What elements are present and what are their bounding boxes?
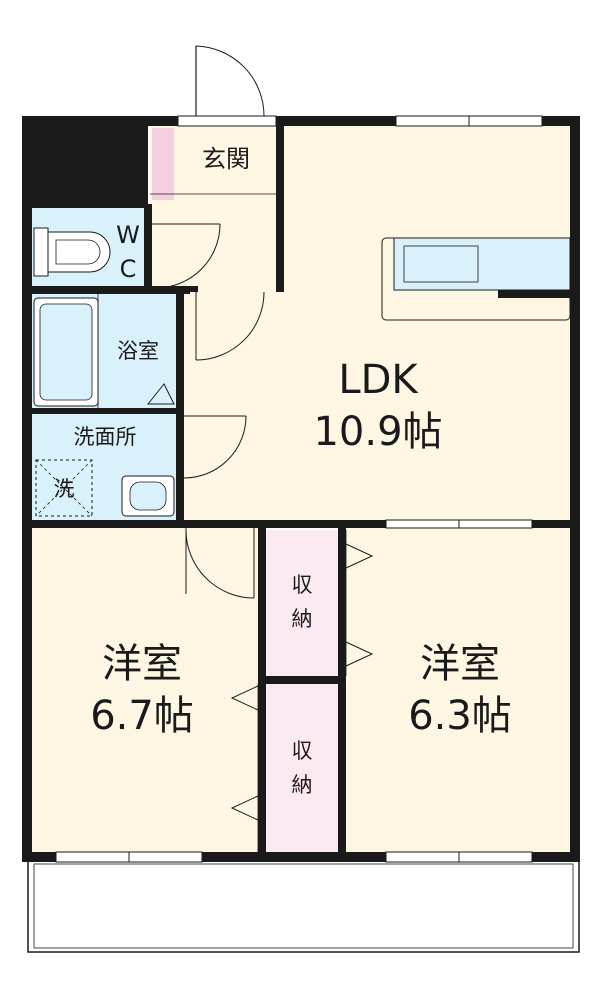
wall-top [22,116,578,126]
closet-lower-floor [266,684,342,856]
balcony-rail [33,863,574,949]
wall-wc-right [144,204,152,290]
washer-pan [35,459,93,517]
wall-closet-left [258,524,266,856]
label-washer: 洗 [54,477,75,501]
wall-ldk-bottom [22,520,578,528]
label-washroom: 洗面所 [74,425,137,449]
label-closet-lower-2: 納 [292,773,313,797]
label-west-size: 6.7帖 [90,693,194,739]
label-bath: 浴室 [117,339,159,363]
wall-closet-right [338,524,346,856]
genkan-accent [152,128,174,200]
label-closet-upper-1: 収 [292,573,313,597]
entrance-door-swing [195,45,265,117]
label-east-name: 洋室 [420,641,500,687]
balcony [27,859,580,953]
wall-ldk-top [190,286,198,292]
label-ldk-size: 10.9帖 [313,409,442,455]
wall-genkan-right [276,120,284,292]
wall-bottom [22,852,580,862]
wall-right [570,116,580,862]
wall-wc-bottom [22,286,190,294]
shaft-block [22,118,148,208]
label-west-name: 洋室 [102,641,182,687]
wall-bath-right [176,286,184,526]
label-genkan: 玄関 [202,145,250,173]
label-east-size: 6.3帖 [408,693,512,739]
label-closet-upper-2: 納 [292,607,313,631]
closet-upper-floor [266,530,342,676]
toilet-tank [33,227,49,277]
wall-left [22,116,32,862]
wall-closet-divider [258,676,346,684]
west-room-floor [28,528,262,860]
wall-bath-bottom [22,408,182,414]
toilet-bowl [47,231,111,273]
label-wc-c: C [120,255,137,283]
label-closet-lower-1: 収 [292,739,313,763]
east-room-floor [344,528,578,860]
label-ldk-name: LDK [338,357,419,403]
label-wc-w: W [116,221,140,249]
